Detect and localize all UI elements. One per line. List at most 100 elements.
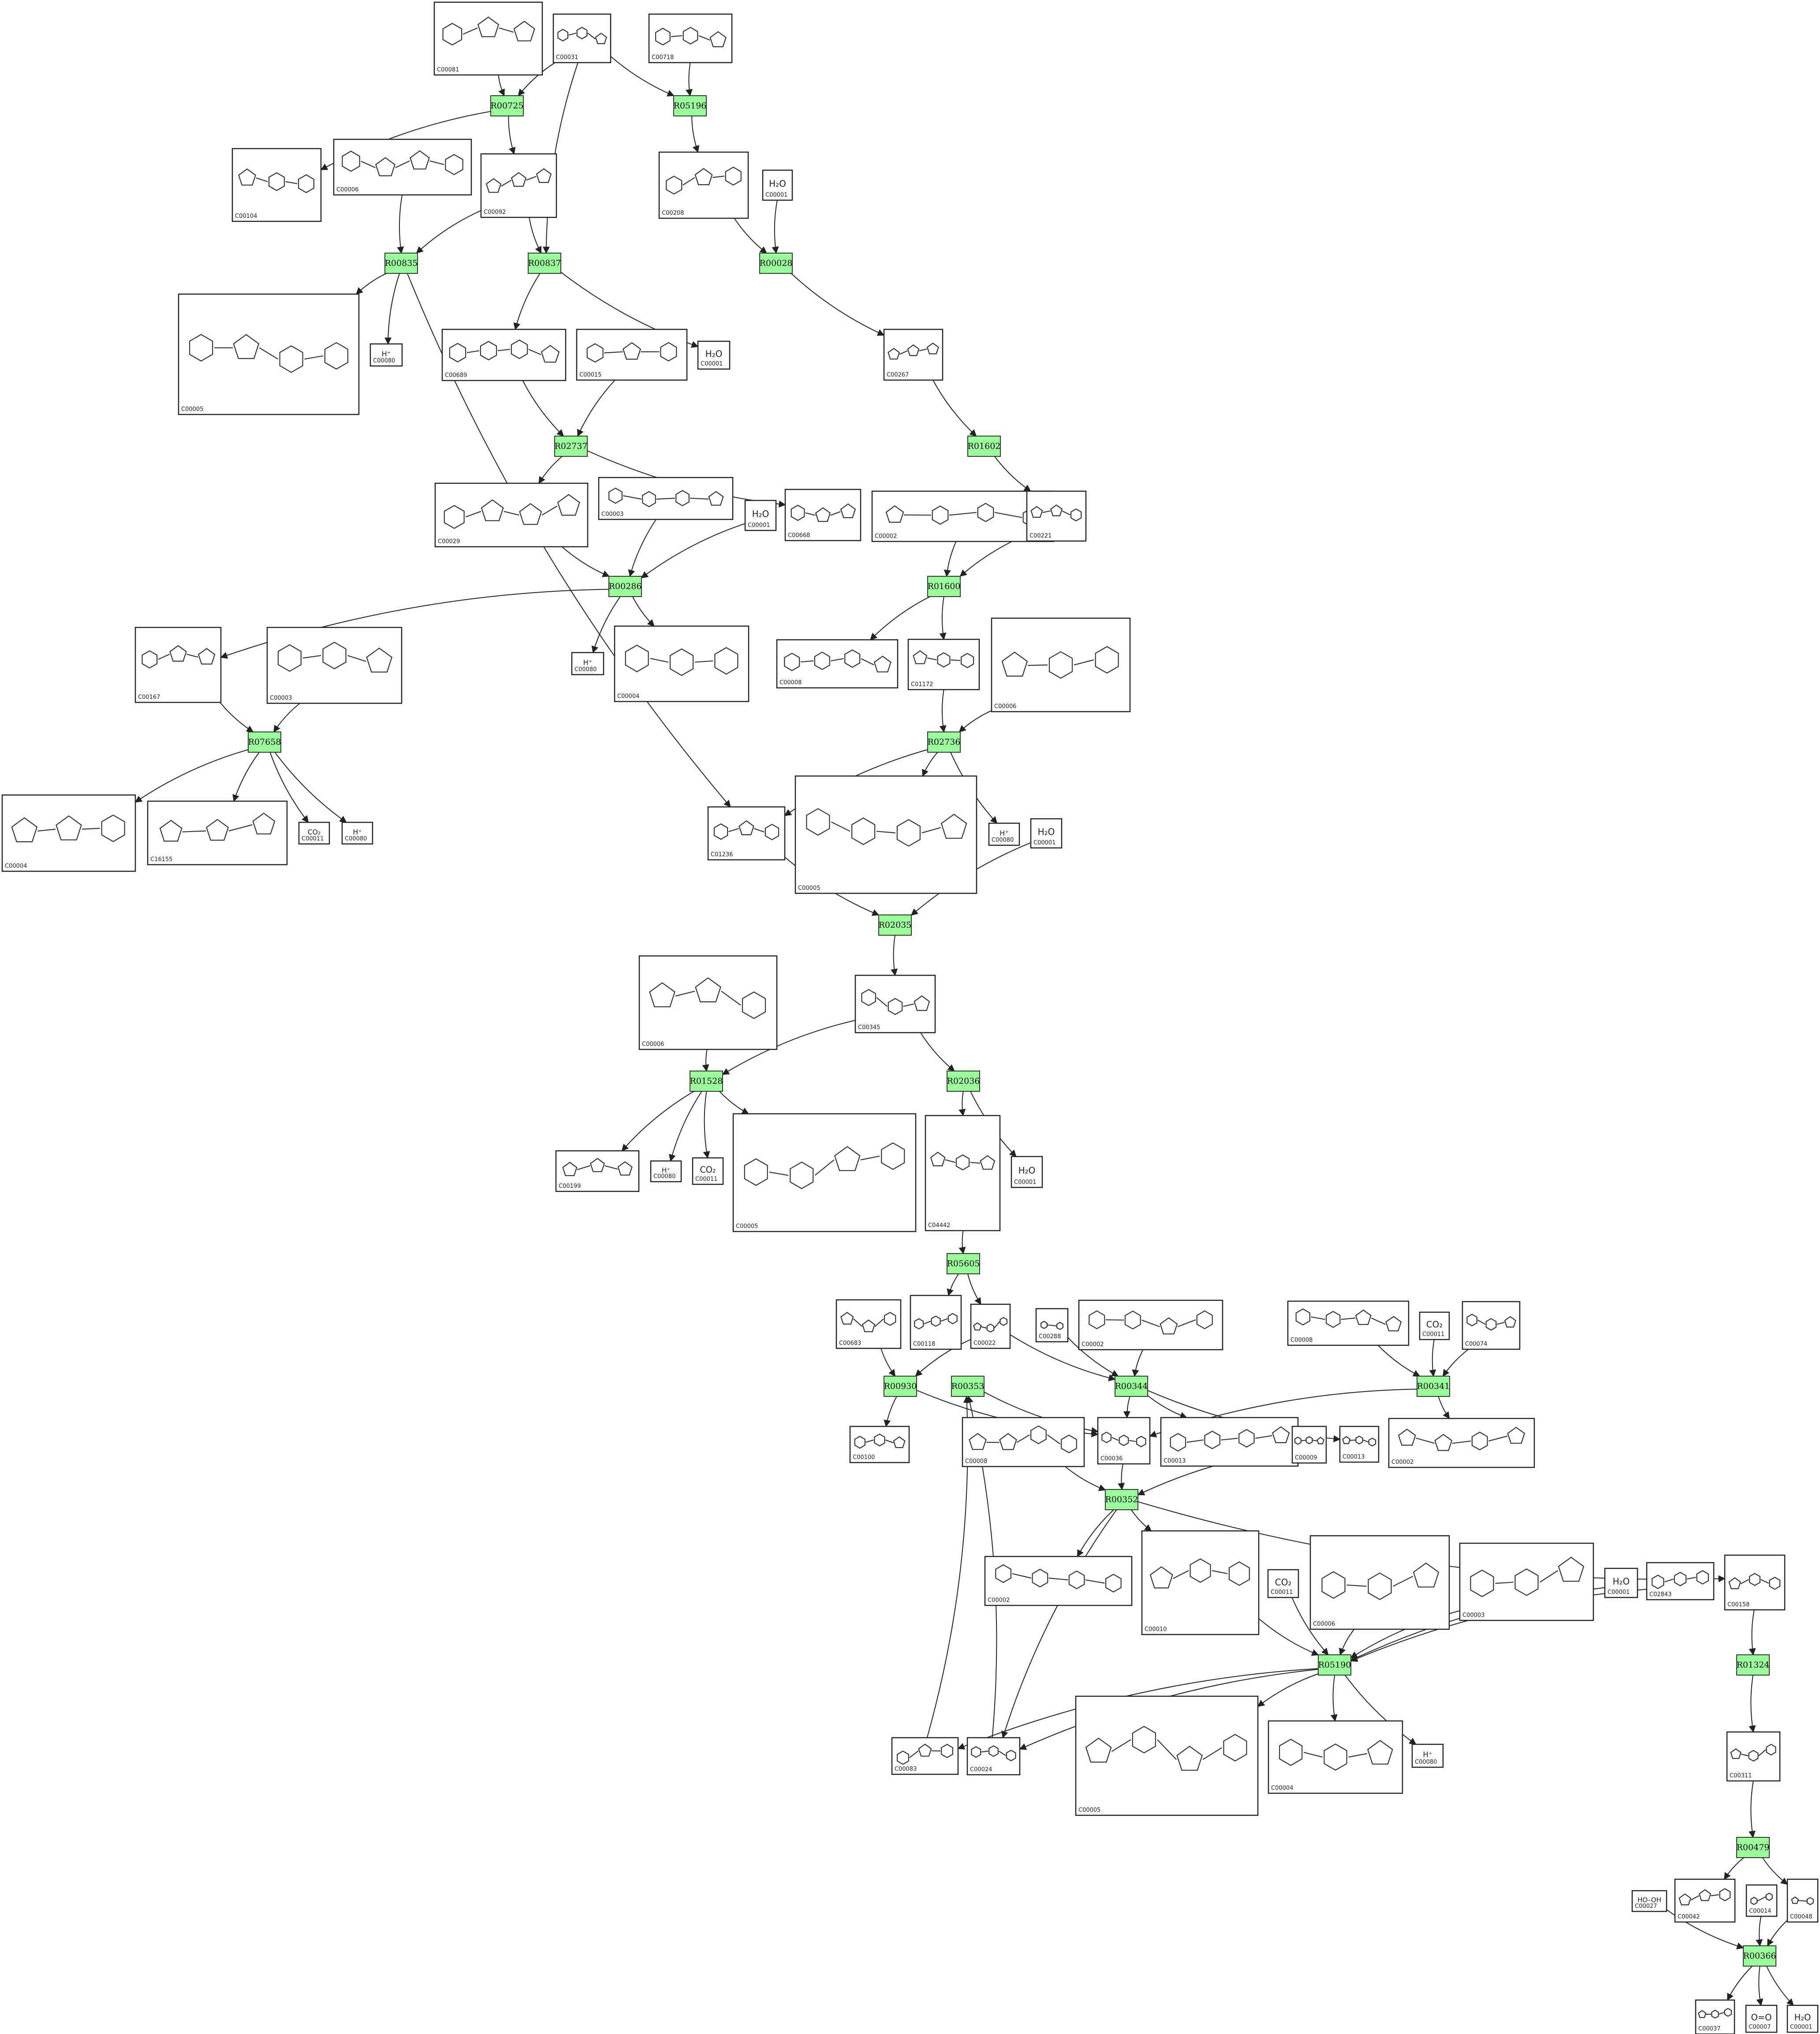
compound-node[interactable]: C00083 xyxy=(891,1737,959,1775)
compound-node[interactable]: C00004 xyxy=(1,794,136,872)
compound-node[interactable]: C00221 xyxy=(1026,490,1087,542)
compound-node[interactable]: C00288 xyxy=(1035,1308,1069,1343)
compound-node[interactable]: C00005 xyxy=(1075,1695,1259,1816)
reaction-node-r02036[interactable]: R02036 xyxy=(947,1071,980,1092)
compound-node[interactable]: C00036 xyxy=(1097,1417,1151,1465)
compound-node[interactable]: C00005 xyxy=(732,1113,917,1232)
compound-node[interactable]: C00689 xyxy=(441,328,567,381)
reaction-node-r00835[interactable]: R00835 xyxy=(384,253,418,274)
reaction-node-r02035[interactable]: R02035 xyxy=(878,914,912,936)
compound-node[interactable]: H⁺C00080 xyxy=(341,821,373,845)
compound-node[interactable]: H⁺C00080 xyxy=(369,343,403,367)
compound-node[interactable]: C00029 xyxy=(434,482,589,548)
compound-node[interactable]: C00005 xyxy=(794,775,977,894)
compound-node[interactable]: C00031 xyxy=(552,13,612,63)
compound-node[interactable]: C00683 xyxy=(835,1299,902,1349)
compound-node[interactable]: C00002 xyxy=(1388,1418,1535,1468)
reaction-node-r00479[interactable]: R00479 xyxy=(1736,1837,1770,1858)
compound-node[interactable]: C00158 xyxy=(1724,1554,1786,1611)
compound-node[interactable]: C00003 xyxy=(598,477,734,520)
compound-node[interactable]: C00267 xyxy=(883,328,944,381)
reaction-node-r00028[interactable]: R00028 xyxy=(759,253,793,274)
compound-node[interactable]: C00006 xyxy=(638,955,778,1050)
reaction-node-r01528[interactable]: R01528 xyxy=(690,1071,723,1092)
compound-node[interactable]: C00100 xyxy=(849,1426,910,1463)
reaction-node-r02737[interactable]: R02737 xyxy=(554,436,588,457)
compound-node[interactable]: C00008 xyxy=(1287,1300,1410,1346)
compound-node[interactable]: C00004 xyxy=(614,625,750,702)
compound-node[interactable]: C00015 xyxy=(576,328,688,381)
compound-node[interactable]: C00013 xyxy=(1160,1417,1299,1467)
compound-node[interactable]: C00008 xyxy=(776,639,899,689)
reaction-node-r07658[interactable]: R07658 xyxy=(248,731,281,753)
compound-node[interactable]: C00006 xyxy=(1309,1535,1450,1630)
compound-node[interactable]: C00042 xyxy=(1674,1878,1736,1923)
compound-node[interactable]: C00118 xyxy=(910,1295,962,1350)
compound-node[interactable]: C02843 xyxy=(1646,1562,1715,1601)
compound-node[interactable]: C00208 xyxy=(658,151,749,219)
compound-node[interactable]: C00003 xyxy=(1459,1542,1594,1621)
compound-node[interactable]: C00004 xyxy=(1268,1720,1403,1794)
compound-node[interactable]: C00167 xyxy=(134,627,222,703)
reaction-node-r02736[interactable]: R02736 xyxy=(927,731,961,753)
reaction-node-r00725[interactable]: R00725 xyxy=(490,95,524,116)
reaction-node-r01600[interactable]: R01600 xyxy=(927,576,961,597)
reaction-node-r05605[interactable]: R05605 xyxy=(947,1253,980,1274)
reaction-node-r00352[interactable]: R00352 xyxy=(1105,1489,1138,1510)
reaction-node-r01324[interactable]: R01324 xyxy=(1736,1654,1770,1676)
compound-node[interactable]: C00002 xyxy=(984,1556,1133,1606)
compound-node[interactable]: C00022 xyxy=(970,1303,1011,1349)
reaction-node-r00837[interactable]: R00837 xyxy=(528,253,561,274)
compound-node[interactable]: H⁺C00080 xyxy=(988,822,1020,846)
reaction-node-r00341[interactable]: R00341 xyxy=(1417,1376,1450,1397)
compound-node[interactable]: C00010 xyxy=(1141,1530,1260,1635)
compound-node[interactable]: C01172 xyxy=(907,638,980,690)
reaction-node-r01602[interactable]: R01602 xyxy=(967,436,1001,457)
compound-node[interactable]: C00104 xyxy=(231,148,322,222)
compound-node[interactable]: H⁺C00080 xyxy=(571,652,604,676)
compound-node[interactable]: C00006 xyxy=(991,617,1131,713)
reaction-node-r00366[interactable]: R00366 xyxy=(1743,1945,1776,1967)
reaction-node-r05190[interactable]: R05190 xyxy=(1318,1654,1351,1676)
compound-node[interactable]: C00345 xyxy=(854,974,936,1034)
compound-node[interactable]: C00006 xyxy=(333,138,472,196)
compound-node[interactable]: C00009 xyxy=(1291,1426,1327,1464)
compound-node[interactable]: C00024 xyxy=(966,1737,1021,1776)
compound-node[interactable]: C00014 xyxy=(1745,1884,1778,1917)
compound-node[interactable]: C00002 xyxy=(871,490,1055,542)
compound-node[interactable]: C00311 xyxy=(1726,1731,1781,1782)
reaction-node-r00344[interactable]: R00344 xyxy=(1115,1376,1148,1397)
compound-node[interactable]: C00005 xyxy=(178,293,360,415)
compound-node[interactable]: C00718 xyxy=(648,13,733,63)
compound-node[interactable]: C00002 xyxy=(1078,1299,1223,1351)
compound-node[interactable]: C00003 xyxy=(266,627,403,704)
compound-node[interactable]: C00092 xyxy=(480,153,557,218)
compound-node[interactable]: C00013 xyxy=(1339,1426,1380,1463)
reaction-node-r00930[interactable]: R00930 xyxy=(884,1376,917,1397)
compound-node[interactable]: C00008 xyxy=(962,1417,1085,1467)
reaction-node-r00353[interactable]: R00353 xyxy=(951,1376,985,1397)
compound-node[interactable]: C16155 xyxy=(147,800,288,866)
compound-node[interactable]: C00081 xyxy=(433,1,543,76)
compound-node[interactable]: H⁺C00080 xyxy=(650,1160,682,1183)
compound-node[interactable]: C04442 xyxy=(925,1115,1001,1232)
reaction-node-r05196[interactable]: R05196 xyxy=(673,95,707,116)
compound-node[interactable]: C00074 xyxy=(1462,1301,1521,1350)
compound-node[interactable]: C01236 xyxy=(707,806,786,861)
compound-node[interactable]: C00668 xyxy=(784,489,862,541)
reaction-node-r00286[interactable]: R00286 xyxy=(608,576,642,597)
compound-node[interactable]: C00199 xyxy=(555,1150,640,1192)
